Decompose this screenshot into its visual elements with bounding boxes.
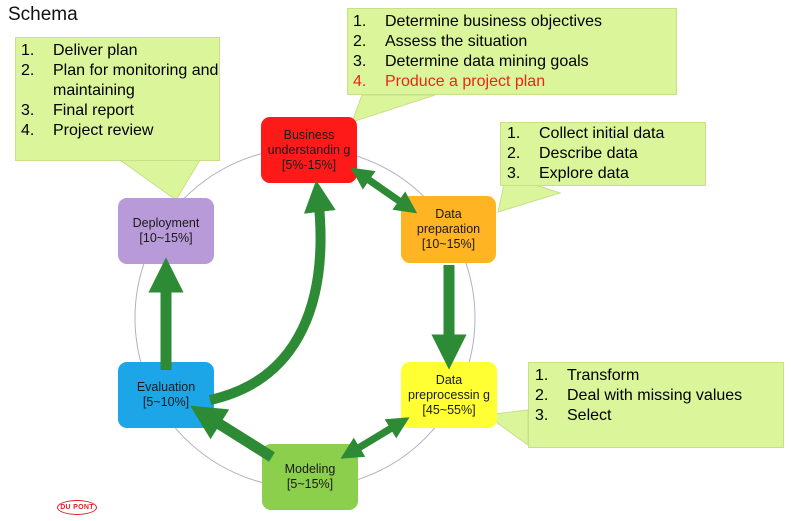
callout-item: 3.Final report	[21, 102, 134, 119]
callout-item: 2.Deal with missing values	[535, 387, 743, 404]
page-title: Schema	[8, 4, 78, 25]
callout-item: 1.Deliver plan	[21, 42, 138, 59]
callout-preparation: 1.Collect initial data 2.Describe data 3…	[500, 122, 706, 186]
callout-item: 4.Project review	[21, 122, 154, 139]
phase-label: Business understandin g [5%-15%]	[267, 127, 351, 172]
callout-deployment: 1.Deliver plan 2.Plan for monitoring and…	[15, 37, 220, 161]
callout-preprocessing: 1.Transform 2.Deal with missing values 3…	[528, 362, 784, 448]
callout-item: 1.Collect initial data	[507, 125, 665, 142]
callout-item: 1.Transform	[535, 367, 640, 384]
arrow-preprocessing-to-modeling	[340, 421, 400, 459]
phase-label: Data preparation [10~15%]	[416, 207, 481, 251]
callout-item: 2.Plan for monitoring and maintaining	[21, 62, 219, 99]
callout-item: 3.Explore data	[507, 165, 629, 182]
phase-label: Evaluation [5~10%]	[136, 380, 196, 409]
phase-label: Data preprocessin g [45~55%]	[408, 372, 490, 417]
phase-data-preprocessing: Data preprocessin g [45~55%]	[401, 362, 497, 428]
callout-item: 1.Determine business objectives	[353, 13, 602, 30]
callout-item: 3.Determine data mining goals	[353, 53, 589, 70]
callout-item: 2.Assess the situation	[353, 33, 528, 50]
arrow-evaluation-to-business	[208, 180, 336, 405]
dupont-logo: DU PONT	[57, 500, 97, 515]
phase-deployment: Deployment [10~15%]	[118, 198, 214, 264]
logo-text: DU PONT	[60, 504, 94, 511]
callout-item: 2.Describe data	[507, 145, 638, 162]
phase-label: Deployment [10~15%]	[132, 216, 200, 245]
callout-item-highlighted: 4.Produce a project plan	[353, 73, 546, 90]
phase-label: Modeling [5~15%]	[284, 462, 336, 491]
arrow-modeling-to-evaluation	[190, 405, 275, 462]
callout-business: 1.Determine business objectives 2.Assess…	[347, 8, 677, 95]
callout-item: 3.Select	[535, 407, 612, 424]
arrow-preparation-to-business	[350, 167, 407, 208]
callout-pointer-business	[351, 94, 436, 123]
phase-business-understanding: Business understandin g [5%-15%]	[261, 117, 357, 183]
